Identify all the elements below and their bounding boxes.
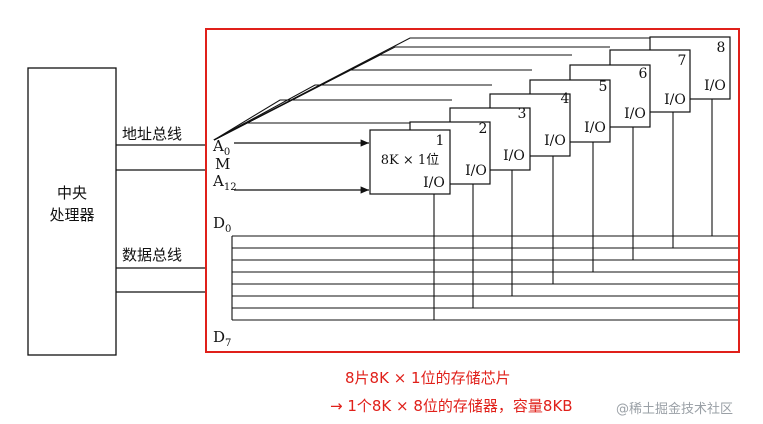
io-connectors (433, 88, 713, 320)
data-bus (116, 267, 206, 293)
chip-io-label: I/O (423, 175, 445, 191)
addr-a12-label: A12 (212, 172, 237, 193)
chip-io-label: I/O (544, 133, 566, 149)
chip-io-label: I/O (584, 120, 606, 136)
memory-highlight-frame (205, 28, 740, 353)
chip-capacity-label: 8K × 1位 (381, 153, 439, 168)
caption-line2: → 1个8K × 8位的存储器，容量8KB (330, 397, 573, 415)
chip-number: 1 (436, 133, 445, 149)
chip-number: 7 (678, 53, 687, 69)
chip-number: 4 (561, 91, 570, 107)
cpu-label-line1: 中央 (57, 184, 87, 202)
memory-chip-1: 1 8K × 1位 I/O (369, 129, 451, 195)
chip-number: 3 (518, 106, 527, 122)
chip-io-label: I/O (503, 148, 525, 164)
data-lines (231, 235, 738, 321)
data-d0-label: D0 (213, 214, 231, 235)
chip-io-label: I/O (664, 92, 686, 108)
address-bus-label: 地址总线 (122, 125, 182, 143)
chip-io-label: I/O (465, 163, 487, 179)
address-fan-lines (213, 37, 650, 141)
chip-io-label: I/O (624, 106, 646, 122)
chip-io-label: I/O (704, 78, 726, 94)
addr-m-label: M (215, 155, 230, 173)
cpu-box (27, 67, 117, 356)
chip-number: 2 (479, 121, 488, 137)
chip-number: 6 (639, 66, 648, 82)
addr-a0-label: A0 (212, 137, 230, 158)
watermark: @稀土掘金技术社区 (616, 402, 734, 417)
address-bus (116, 144, 206, 171)
chip-number: 5 (599, 79, 608, 95)
caption-line1: 8片8K × 1位的存储芯片 (345, 369, 511, 387)
chip-number: 8 (717, 40, 726, 56)
data-d7-label: D7 (213, 328, 231, 349)
cpu-label-line2: 处理器 (49, 206, 94, 224)
data-bus-label: 数据总线 (122, 246, 182, 264)
